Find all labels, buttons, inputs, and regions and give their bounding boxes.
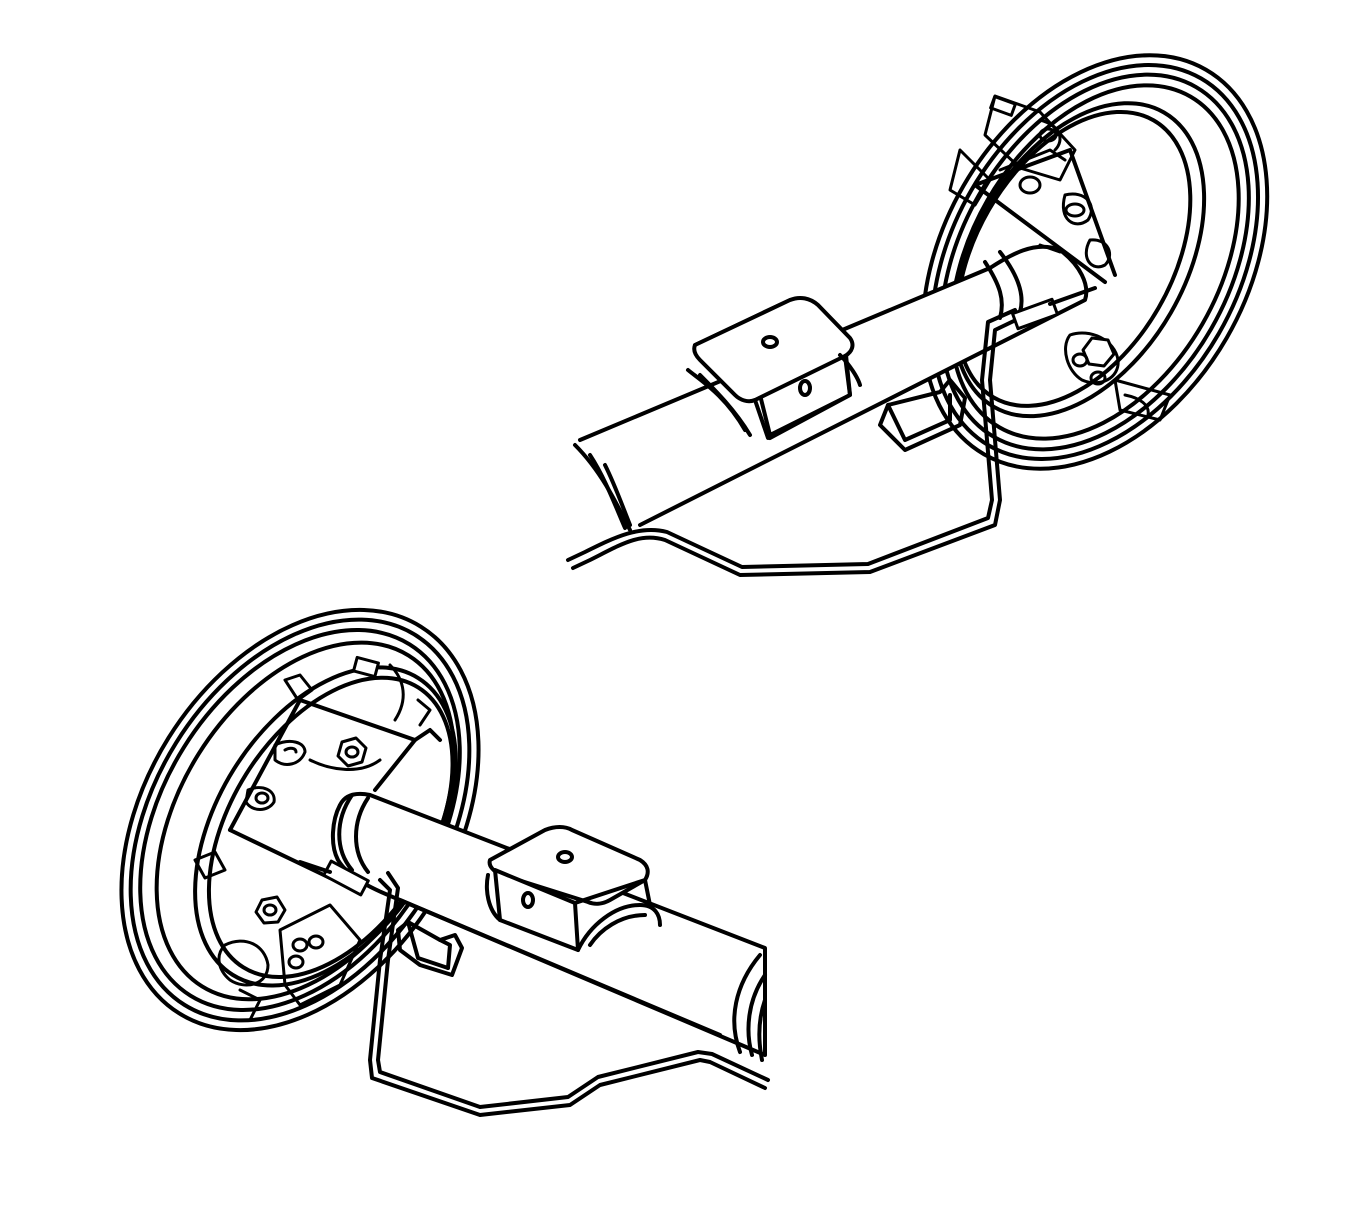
upper-brake-line <box>566 286 1097 577</box>
lower-brake-line <box>298 859 770 1117</box>
upper-spring-seat <box>686 295 862 440</box>
upper-axle-assembly <box>566 53 1270 577</box>
lower-axle-assembly <box>119 607 770 1117</box>
lower-hook-bracket <box>396 920 464 977</box>
upper-hook-bracket <box>878 378 967 452</box>
lower-brake-drum <box>119 607 481 1033</box>
upper-backing-plate <box>948 94 1172 422</box>
upper-cable-bracket <box>973 148 1117 284</box>
lower-spring-seat <box>484 825 662 952</box>
lower-cable-bracket <box>228 698 442 880</box>
lower-backing-plate <box>193 655 432 1022</box>
